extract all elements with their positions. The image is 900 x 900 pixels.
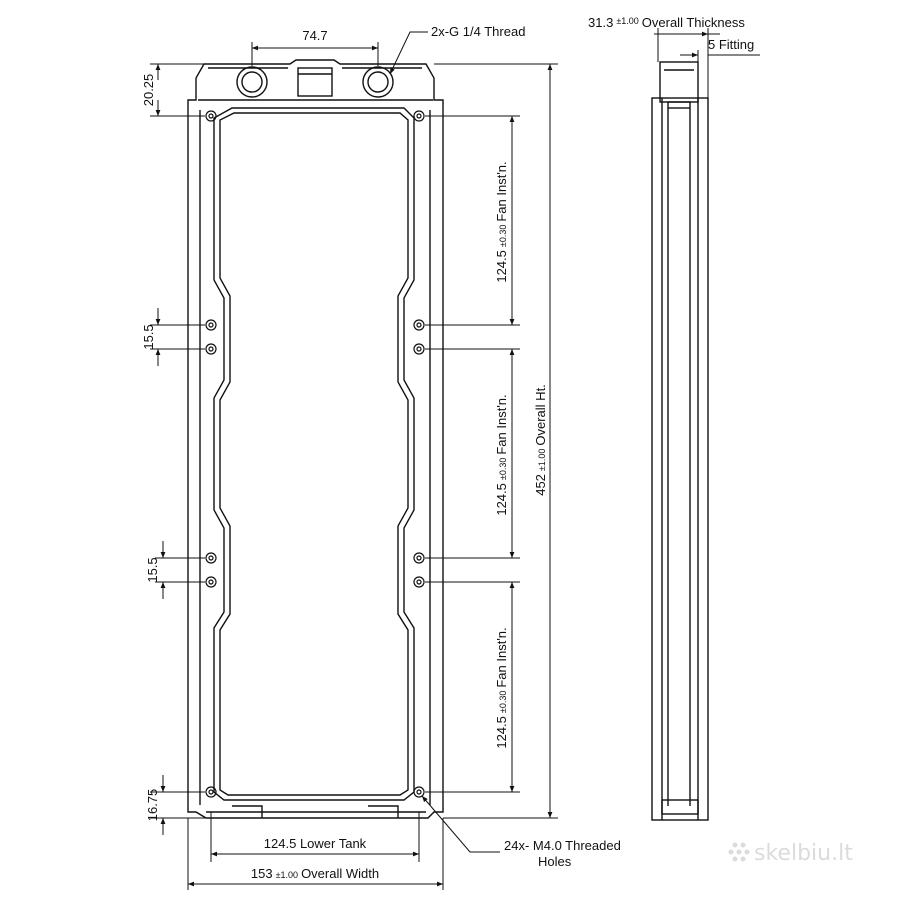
watermark: skelbiu.lt	[728, 841, 853, 866]
watermark-icon	[728, 842, 750, 862]
hole	[413, 110, 425, 122]
fitting-label: 5 Fitting	[708, 37, 754, 52]
side-fitting	[659, 61, 699, 103]
hole	[413, 786, 425, 798]
bottom-tank	[206, 805, 426, 818]
port-left-outer	[236, 66, 268, 98]
fin-core-inner	[219, 112, 409, 796]
hole	[205, 343, 217, 355]
hole	[413, 343, 425, 355]
hole	[413, 319, 425, 331]
fan-installation-label-3: 124.5±0.30Fan Inst'n.	[494, 627, 509, 748]
bottom-offset-label: 16.75	[145, 789, 160, 822]
mounting-holes	[205, 110, 425, 798]
dimension-lines	[150, 28, 760, 890]
hole	[205, 319, 217, 331]
center-boss	[297, 67, 333, 97]
port-left-inner	[241, 71, 263, 93]
fan-installation-label-1: 124.5±0.30Fan Inst'n.	[494, 161, 509, 282]
inlet-ports	[236, 66, 394, 98]
port-spacing-label: 74.7	[302, 28, 327, 43]
overall-height-label: 452±1.00Overall Ht.	[533, 384, 548, 496]
lower-tank-label: 124.5 Lower Tank	[264, 836, 367, 851]
front-outer-outline	[187, 59, 444, 819]
hole-gap-2-label: 15.5	[145, 557, 160, 582]
watermark-text: skelbiu.lt	[754, 841, 853, 866]
hole	[205, 552, 217, 564]
hole	[205, 786, 217, 798]
side-outline	[651, 97, 709, 821]
hole-gap-1-label: 15.5	[141, 324, 156, 349]
front-view	[187, 59, 444, 819]
threaded-holes-label-2: Holes	[538, 854, 572, 869]
hole	[413, 576, 425, 588]
port-right-outer	[362, 66, 394, 98]
fin-core-window	[213, 107, 415, 801]
fan-installation-label-2: 124.5±0.30Fan Inst'n.	[494, 394, 509, 515]
top-offset-label: 20.25	[141, 74, 156, 107]
port-right-inner	[367, 71, 389, 93]
top-tank	[198, 67, 433, 101]
threaded-holes-label: 24x- M4.0 Threaded	[504, 838, 621, 853]
hole	[205, 576, 217, 588]
hole	[413, 552, 425, 564]
hole	[205, 110, 217, 122]
thread-label: 2x-G 1/4 Thread	[431, 24, 525, 39]
side-view	[651, 61, 709, 821]
